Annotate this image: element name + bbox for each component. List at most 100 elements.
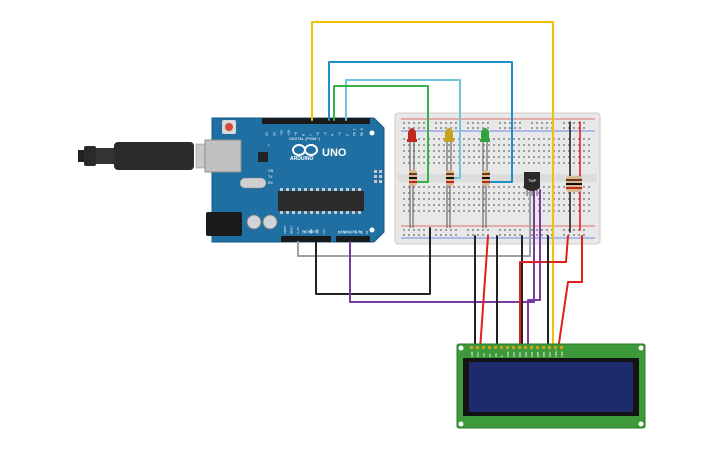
pin-label: A0 [337, 230, 341, 234]
analog-header [336, 236, 370, 242]
pin-label: ~6 [316, 132, 320, 136]
lcd-pin [470, 346, 473, 349]
power-header [281, 236, 331, 242]
pin-label: GND [316, 229, 320, 234]
pin-label: A1 [343, 230, 347, 234]
lcd-pin-label: RS [488, 353, 492, 357]
lcd-pin [476, 346, 479, 349]
pin-label: 13 [265, 132, 269, 136]
pin-label: A4 [359, 230, 363, 234]
pin-label: GND [309, 229, 313, 234]
pin-label: ~5 [323, 132, 327, 136]
lcd-pin [488, 346, 491, 349]
pin-label: 3.3V [296, 227, 300, 234]
lcd-pin-label: DB1 [512, 351, 516, 357]
pin-label: 12 [272, 132, 276, 136]
wires [297, 21, 583, 351]
wire-black [315, 227, 431, 295]
lcd-pin-label: GND [470, 351, 474, 357]
wire-purple [349, 189, 535, 303]
wire-blue [328, 61, 513, 183]
lcd-pin-label: DB4 [530, 351, 534, 357]
power-label: POWER [302, 229, 317, 234]
pin-label: 8 [302, 134, 306, 136]
wire-lightblue [345, 79, 461, 179]
lcd-pin [518, 346, 521, 349]
sensor-label: TMP [528, 178, 537, 183]
pin-label: ~9 [294, 132, 298, 136]
lcd-pin-label: LED+ [554, 350, 558, 357]
pin-label: A2 [348, 230, 352, 234]
lcd-pin-label: DB0 [506, 351, 510, 357]
lcd-pin-label: DB3 [524, 351, 528, 357]
pin-label: A5 [365, 230, 369, 234]
lcd-pin-label: LED- [560, 350, 564, 357]
lcd-pin [560, 346, 563, 349]
lcd-pin-label: RW [494, 353, 498, 357]
pin-label: TX 1 [353, 128, 357, 136]
tx-label: TX [268, 175, 273, 179]
brand-label: ARDUINO [290, 156, 313, 162]
on-label: ON [268, 169, 274, 173]
pin-label: 2 [345, 134, 349, 136]
temperature-sensor: TMP [524, 172, 540, 196]
usb-port [204, 139, 242, 173]
power-jack [206, 212, 242, 236]
lcd-pin [542, 346, 545, 349]
lcd-pin-label: VCC [476, 351, 480, 357]
resistor [482, 170, 490, 186]
rx-label: RX [268, 181, 274, 185]
wire-purple [527, 189, 541, 351]
pin-label: Vin [322, 229, 326, 234]
pin-label: RX 0 [360, 128, 364, 136]
lcd-pin-label: DB5 [536, 351, 540, 357]
pin-label: 4 [331, 134, 335, 136]
analog-label: ANALOG IN [340, 229, 362, 234]
lcd-pin-label: E [500, 355, 504, 357]
wire-yellow [311, 21, 554, 351]
capacitor [246, 214, 262, 230]
pin-label: 7 [309, 134, 313, 136]
lcd-pin [494, 346, 497, 349]
lcd-pin-label: DB7 [548, 351, 552, 357]
lcd-pin [524, 346, 527, 349]
model-label: UNO [322, 147, 347, 159]
wire-gray [297, 189, 531, 257]
arduino-uno-board: DIGITAL (PWM~) ARDUINO UNO POWER ANALOG … [204, 117, 385, 243]
mounting-hole [369, 227, 375, 233]
lcd-pin [554, 346, 557, 349]
lcd-pin [482, 346, 485, 349]
lcd-pin-label: V0 [482, 353, 486, 357]
lcd-screen [469, 362, 633, 412]
breadboard [394, 112, 601, 245]
capacitor [262, 214, 278, 230]
microcontroller-chip [278, 191, 364, 211]
resistor [573, 176, 582, 192]
mounting-hole [369, 130, 375, 136]
arduino-logo-icon [292, 144, 318, 156]
lcd-pin [512, 346, 515, 349]
l-label: L [268, 143, 270, 147]
lcd-pin-label: DB2 [518, 351, 522, 357]
pin-label: 5V [303, 230, 307, 234]
crystal [239, 177, 267, 189]
digital-label: DIGITAL (PWM~) [289, 136, 321, 141]
resistor [446, 170, 454, 186]
resistor [409, 170, 417, 186]
pin-label: A3 [354, 230, 358, 234]
pin-label: ~11 [280, 130, 284, 136]
resistor [566, 176, 575, 192]
pin-label: ~10 [287, 130, 291, 136]
pin-label: IOREF [283, 225, 287, 234]
lcd-pin [548, 346, 551, 349]
wire-green [333, 85, 429, 183]
wire-red [479, 235, 489, 351]
lcd-pin [500, 346, 503, 349]
icsp-header [374, 170, 382, 183]
resistors [409, 170, 582, 228]
wire-red [557, 235, 583, 351]
lcd-pin [530, 346, 533, 349]
digital-header [262, 118, 370, 124]
